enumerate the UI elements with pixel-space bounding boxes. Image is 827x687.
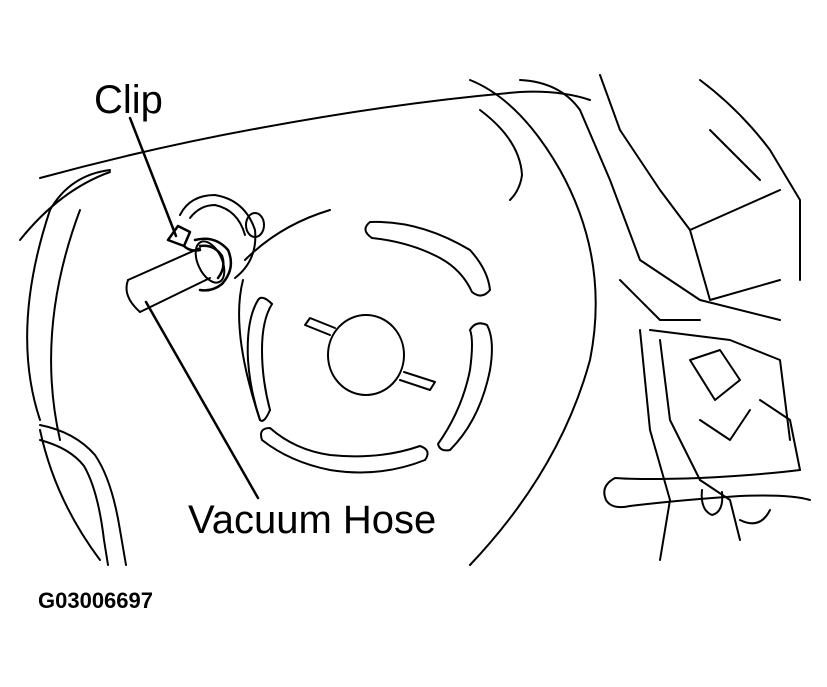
booster-diaphragm: [238, 79, 597, 566]
center-hub: [304, 314, 436, 396]
figure-code: G03006697: [38, 588, 153, 613]
leader-lines: [128, 116, 260, 500]
vacuum-hose: [125, 194, 265, 313]
slot-ring: [246, 220, 493, 474]
label-clip: Clip: [94, 78, 163, 122]
lower-left-tube: [39, 424, 127, 566]
brake-line-tube: [603, 469, 811, 525]
label-vacuum-hose: Vacuum Hose: [188, 498, 437, 542]
bracket-assembly: [519, 74, 801, 561]
housing-outline: [19, 90, 591, 561]
